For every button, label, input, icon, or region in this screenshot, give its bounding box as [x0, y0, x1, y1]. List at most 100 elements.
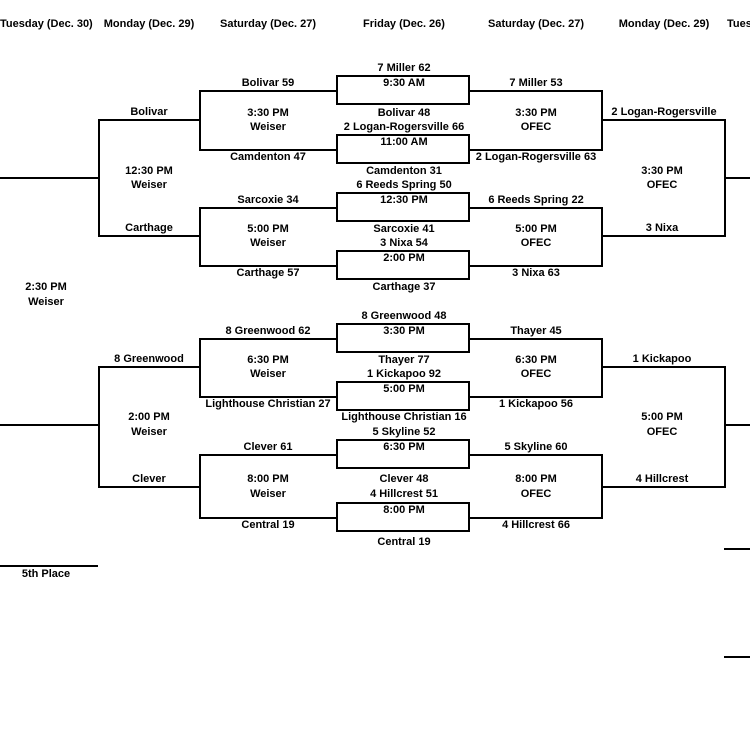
friday-team-top: 8 Greenwood 48: [361, 310, 447, 322]
sat-left-team-bottom: Lighthouse Christian 27: [205, 398, 331, 410]
friday-game-box: [336, 502, 470, 532]
sat-right-venue: OFEC: [520, 237, 552, 249]
bracket-line: [199, 149, 336, 151]
bracket-line: [98, 366, 100, 488]
mon-left-team-bottom: Carthage: [125, 222, 173, 234]
bracket-line: [470, 149, 603, 151]
friday-game-box: [336, 192, 470, 222]
sat-right-venue: OFEC: [520, 488, 552, 500]
friday-time: 8:00 PM: [383, 504, 425, 516]
sat-left-team-bottom: Central 19: [241, 519, 295, 531]
sat-left-time: 5:00 PM: [247, 223, 289, 235]
bracket-line: [724, 119, 726, 237]
friday-team-top: 7 Miller 62: [377, 62, 431, 74]
bracket-line: [470, 207, 603, 209]
bracket-line: [470, 454, 603, 456]
sat-right-time: 3:30 PM: [515, 107, 557, 119]
bracket-line: [601, 486, 726, 488]
sat-left-time: 3:30 PM: [247, 107, 289, 119]
bracket-line: [98, 486, 199, 488]
friday-team-bottom: Thayer 77: [378, 354, 430, 366]
mon-right-time: 5:00 PM: [641, 411, 683, 423]
bracket-line: [601, 119, 726, 121]
bracket-line: [199, 207, 201, 267]
sat-right-time: 6:30 PM: [515, 354, 557, 366]
friday-team-bottom: Camdenton 31: [366, 165, 442, 177]
header-tuesday-right: Tues: [727, 18, 750, 30]
mon-left-time: 12:30 PM: [125, 165, 173, 177]
sat-left-team-bottom: Carthage 57: [236, 267, 300, 279]
mon-left-time: 2:00 PM: [128, 411, 170, 423]
mon-left-team-top: Bolivar: [130, 106, 168, 118]
bracket-line: [98, 119, 199, 121]
bracket-line: [724, 548, 750, 550]
bracket-line: [199, 90, 336, 92]
friday-time: 2:00 PM: [383, 252, 425, 264]
sat-left-venue: Weiser: [250, 488, 286, 500]
friday-team-bottom: Central 19: [377, 536, 431, 548]
bracket-line: [470, 338, 603, 340]
friday-team-bottom: Bolivar 48: [377, 107, 431, 119]
bracket-line: [199, 90, 201, 151]
friday-time: 3:30 PM: [383, 325, 425, 337]
bracket-line: [0, 565, 98, 567]
mon-left-venue: Weiser: [131, 179, 167, 191]
bracket-line: [199, 207, 336, 209]
friday-team-top: 4 Hillcrest 51: [370, 488, 438, 500]
friday-time: 6:30 PM: [383, 441, 425, 453]
sat-right-team-top: 6 Reeds Spring 22: [488, 194, 584, 206]
bracket-line: [724, 656, 750, 658]
header-tuesday-left: Tuesday (Dec. 30): [0, 18, 93, 30]
header-saturday-right: Saturday (Dec. 27): [488, 18, 584, 30]
friday-team-bottom: Clever 48: [379, 473, 429, 485]
bracket-line: [199, 338, 336, 340]
sat-right-team-top: 7 Miller 53: [509, 77, 563, 89]
bracket-line: [601, 207, 603, 267]
friday-team-top: 5 Skyline 52: [372, 426, 436, 438]
sat-right-team-bottom: 3 Nixa 63: [512, 267, 560, 279]
sat-left-venue: Weiser: [250, 121, 286, 133]
friday-game-box: [336, 75, 470, 105]
sat-left-time: 8:00 PM: [247, 473, 289, 485]
mon-left-venue: Weiser: [131, 426, 167, 438]
friday-game-box: [336, 323, 470, 353]
mon-left-team-top: 8 Greenwood: [114, 353, 184, 365]
sat-right-venue: OFEC: [520, 368, 552, 380]
sat-right-time: 5:00 PM: [515, 223, 557, 235]
sat-left-venue: Weiser: [250, 368, 286, 380]
bracket-line: [724, 366, 726, 488]
bracket-line: [470, 396, 603, 398]
mon-right-team-bottom: 3 Nixa: [645, 222, 679, 234]
bracket-line: [199, 454, 201, 519]
bracket-line: [470, 517, 603, 519]
friday-team-top: 1 Kickapoo 92: [367, 368, 441, 380]
friday-game-box: [336, 134, 470, 164]
mon-right-team-top: 2 Logan-Rogersville: [611, 106, 717, 118]
friday-team-bottom: Lighthouse Christian 16: [341, 411, 467, 423]
bracket-line: [98, 366, 199, 368]
sat-right-time: 8:00 PM: [515, 473, 557, 485]
bracket-line: [199, 265, 336, 267]
header-monday-left: Monday (Dec. 29): [103, 18, 195, 30]
friday-game-box: [336, 439, 470, 469]
bracket-line: [199, 454, 336, 456]
bracket-line: [199, 396, 336, 398]
friday-team-top: 2 Logan-Rogersville 66: [343, 121, 465, 133]
header-friday: Friday (Dec. 26): [363, 18, 445, 30]
friday-team-bottom: Sarcoxie 41: [373, 223, 435, 235]
friday-time: 12:30 PM: [380, 194, 428, 206]
sat-right-team-top: 5 Skyline 60: [504, 441, 568, 453]
bracket-line: [0, 177, 98, 179]
mon-left-team-bottom: Clever: [132, 473, 166, 485]
friday-game-box: [336, 381, 470, 411]
sat-left-team-bottom: Camdenton 47: [230, 151, 306, 163]
sat-right-venue: OFEC: [520, 121, 552, 133]
sat-left-team-top: Clever 61: [243, 441, 293, 453]
friday-team-bottom: Carthage 37: [372, 281, 436, 293]
sat-right-team-bottom: 1 Kickapoo 56: [499, 398, 573, 410]
friday-time: 11:00 AM: [380, 136, 428, 148]
mon-right-team-top: 1 Kickapoo: [632, 353, 692, 365]
fifth-place-label: 5th Place: [21, 568, 71, 580]
mon-right-time: 3:30 PM: [641, 165, 683, 177]
